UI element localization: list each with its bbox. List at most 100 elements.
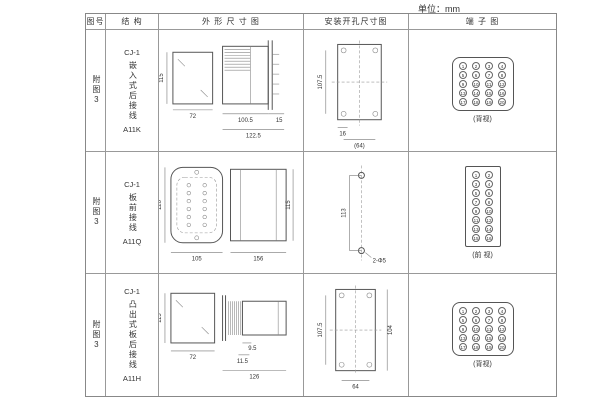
dim-label: 16	[339, 131, 346, 137]
header-install: 安装开孔尺寸图	[304, 14, 409, 30]
terminal-pin: 7	[485, 315, 493, 324]
structure-cell-row3: CJ-1 凸出式板后接线 A11H	[106, 274, 159, 396]
header-terminal: 端 子 图	[409, 14, 556, 30]
terminal-pin: 18	[472, 98, 480, 106]
install-drawing-row2: 113 2-Φ5	[342, 164, 387, 264]
dim-label: 11.5	[237, 359, 249, 365]
terminal-pin: 5	[459, 71, 467, 79]
dim-label: 2-Φ5	[373, 258, 387, 264]
terminal-pin: 18	[472, 342, 480, 351]
terminal-pin: 10	[472, 324, 480, 333]
terminal-pin: 1	[472, 170, 480, 179]
outline-drawing-row2: 120 105 115 156	[159, 166, 294, 262]
front-view	[170, 292, 216, 344]
view-label: (背视)	[473, 360, 492, 368]
terminal-pin: 8	[485, 197, 493, 206]
terminal-pin: 11	[472, 215, 480, 224]
terminal-pin: 16	[485, 233, 493, 242]
fig-label: 附图3	[91, 75, 101, 106]
dim-label: 72	[189, 355, 196, 361]
fig-label: 附图3	[91, 197, 101, 228]
terminal-pin: 11	[485, 80, 493, 88]
terminal-pin: 6	[472, 315, 480, 324]
terminal-pin: 9	[459, 80, 467, 88]
front-view	[170, 166, 224, 243]
structure-cell-row2: CJ-1 板前接线 A11Q	[106, 152, 159, 274]
terminal-pin: 3	[472, 179, 480, 188]
terminal-pin: 12	[498, 324, 506, 333]
terminal-pin: 13	[459, 333, 467, 342]
terminal-pin: 14	[472, 333, 480, 342]
install-cell-row2: 113 2-Φ5	[304, 152, 409, 274]
terminal-pin: 1	[459, 62, 467, 70]
header-fig: 图号	[86, 14, 106, 30]
dim-label: 72	[189, 113, 196, 119]
terminal-pin: 15	[485, 89, 493, 97]
header-outline: 外 形 尺 寸 图	[159, 14, 304, 30]
terminal-pin: 17	[459, 342, 467, 351]
dim-label: 115	[286, 199, 292, 209]
terminal-pin: 2	[472, 306, 480, 315]
terminal-pin: 5	[472, 188, 480, 197]
dim-label: 104	[388, 324, 394, 335]
install-cell-row1: 107.5 16 (64)	[304, 30, 409, 152]
terminal-pin: 12	[498, 80, 506, 88]
dim-label: 100.5	[238, 117, 254, 123]
outline-cell-row1: 115 72 100.5 15 122.5	[159, 30, 304, 152]
dim-label: 9.5	[248, 346, 257, 352]
outline-cell-row2: 120 105 115 156	[159, 152, 304, 274]
front-view	[172, 51, 214, 104]
terminal-pin: 2	[472, 62, 480, 70]
terminal-pin: 4	[498, 306, 506, 315]
terminal-pin: 6	[485, 188, 493, 197]
dim-label: 115	[159, 313, 163, 323]
terminal-pin: 9	[459, 324, 467, 333]
install-cell-row3: 107.5 104 64	[304, 274, 409, 396]
terminal-pin: 3	[485, 62, 493, 70]
terminal-pin: 15	[485, 333, 493, 342]
terminal-pin: 4	[485, 179, 493, 188]
model-label: CJ-1	[124, 47, 140, 57]
dim-label: 156	[253, 256, 264, 262]
structure-type-label: 板前接线	[128, 192, 138, 233]
dim-label: (64)	[354, 143, 365, 149]
fig-label: 附图3	[91, 319, 101, 351]
dim-label: 120	[159, 199, 163, 210]
dim-label: 126	[249, 375, 260, 381]
dim-label: 107.5	[318, 322, 324, 338]
terminal-pin: 10	[472, 80, 480, 88]
terminal-pin: 19	[485, 342, 493, 351]
terminal-pin: 7	[485, 71, 493, 79]
terminal-pin: 13	[459, 89, 467, 97]
terminal-pin: 10	[485, 206, 493, 215]
terminal-pin: 8	[498, 71, 506, 79]
structure-type-label: 凸出式板后接线	[128, 300, 138, 370]
dim-label: 113	[342, 207, 348, 217]
view-label: (前 视)	[472, 251, 493, 259]
terminal-pin: 4	[498, 62, 506, 70]
install-drawing-row1: 107.5 16 (64)	[318, 39, 388, 149]
structure-type-label: 嵌入式后接线	[128, 60, 138, 121]
terminal-pin: 14	[472, 89, 480, 97]
dimension-table: 图号 结 构 外 形 尺 寸 图 安装开孔尺寸图 端 子 图 附图3 CJ-1 …	[85, 13, 557, 397]
fig-cell-row3: 附图3	[86, 274, 106, 396]
dim-label: 115	[159, 72, 165, 82]
terminal-pin: 2	[485, 170, 493, 179]
fig-cell-row1: 附图3	[86, 30, 106, 152]
model-code-label: A11Q	[122, 236, 142, 246]
terminal-pin: 17	[459, 98, 467, 106]
dim-label: 107.5	[318, 73, 324, 89]
dim-label: 64	[352, 384, 359, 390]
side-view	[222, 39, 280, 110]
terminal-pin: 19	[485, 98, 493, 106]
terminal-pin: 11	[485, 324, 493, 333]
terminal-pin: 1	[459, 306, 467, 315]
side-view	[230, 168, 287, 241]
dim-label: 122.5	[246, 133, 262, 139]
